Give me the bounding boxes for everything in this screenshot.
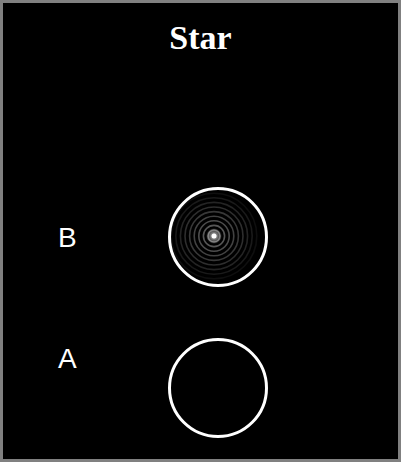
circle-label: A	[58, 343, 77, 375]
title: Star	[3, 19, 398, 57]
circle-outline	[168, 187, 268, 287]
circle-outline	[168, 338, 268, 438]
aperture-circle: B	[168, 187, 268, 287]
aperture-circle: A	[168, 338, 268, 438]
circle-label: B	[58, 222, 77, 254]
